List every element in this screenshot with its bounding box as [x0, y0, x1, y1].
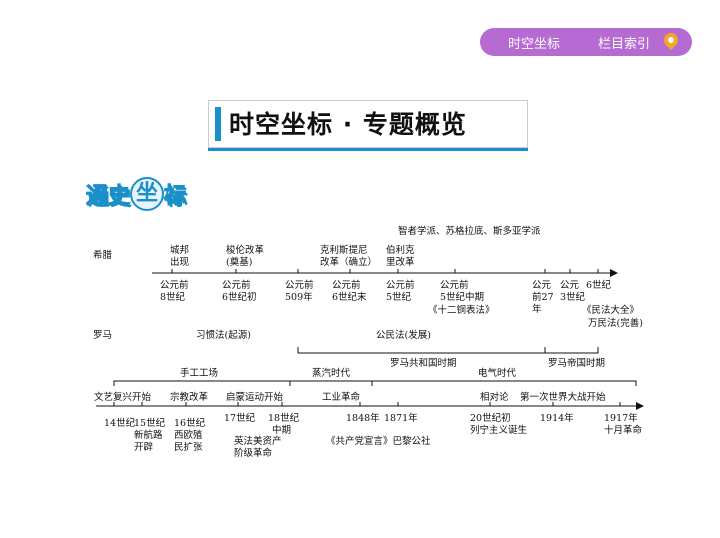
period-manufactory: 手工工场 [180, 367, 218, 379]
date-15c-c: 开辟 [134, 441, 154, 453]
badge-char-1: 通 [85, 184, 109, 210]
date-1871: 1871年 [384, 412, 418, 424]
tab-time-space[interactable]: 时空坐标 [508, 36, 561, 52]
greece-event-3b: 改革（确立） [320, 256, 377, 268]
greece-event-2b: (奠基) [226, 256, 252, 268]
period-bracket-3 [371, 380, 637, 386]
greece-date-8a: 公元 [560, 280, 580, 291]
greece-date-3b: 509年 [285, 291, 313, 303]
greece-date-7b: 前27 [532, 291, 554, 303]
greece-date-4a: 公元前 [332, 279, 361, 291]
greece-date-4b: 6世纪末 [332, 291, 367, 303]
date-18c: 18世纪 [268, 412, 300, 424]
greece-date-1a: 公元前 [160, 279, 189, 291]
greece-philosophy: 智者学派、苏格拉底、斯多亚学派 [398, 225, 541, 237]
date-16c: 16世纪 [174, 417, 206, 429]
greece-corpus-juris: 《民法大全》 [582, 304, 639, 316]
banner-title: 时空坐标 · 专题概览 [229, 110, 467, 139]
greece-arrow [610, 269, 618, 277]
period-bracket-1 [113, 380, 291, 386]
greece-event-1b: 出现 [170, 256, 190, 268]
greece-date-1b: 8世纪 [160, 291, 186, 303]
date-15c: 15世纪 [134, 417, 166, 429]
tab-column-index[interactable]: 栏目索引 [598, 36, 651, 52]
greece-date-3a: 公元前 [285, 279, 314, 291]
greece-date-5b: 5世纪 [386, 291, 412, 303]
rome-republic-period: 罗马共和国时期 [390, 357, 457, 369]
top-nav-bar: 时空坐标 栏目索引 [480, 28, 692, 56]
modern-ticks [113, 402, 621, 406]
date-20c: 20世纪初 [470, 412, 511, 424]
badge-char-4: 标 [164, 184, 187, 210]
greece-date-7c: 年 [532, 303, 542, 315]
greece-event-4a: 伯利克 [386, 244, 415, 256]
date-1917: 1917年 [604, 412, 638, 424]
date-20c-b: 列宁主义诞生 [470, 424, 528, 436]
rome-empire-bracket [544, 347, 599, 354]
greece-ticks [171, 269, 599, 273]
badge-char-2: 史 [108, 184, 131, 210]
date-16c-b: 西欧殖 [174, 429, 203, 441]
date-17c: 17世纪 [224, 412, 256, 424]
greece-date-8b: 3世纪 [560, 291, 586, 303]
greece-twelve-tables: 《十二铜表法》 [428, 304, 495, 316]
event-renaissance: 文艺复兴开始 [94, 391, 152, 403]
date-revolutions-b: 阶级革命 [234, 447, 273, 459]
event-industrial-revolution: 工业革命 [322, 391, 361, 403]
rome-civil-law: 公民法(发展) [376, 329, 431, 341]
greece-date-6a: 公元前 [440, 279, 469, 291]
banner-accent-bar [215, 107, 221, 141]
greece-date-7a: 公元 [532, 280, 552, 291]
greece-date-9: 6世纪 [586, 279, 612, 291]
date-1917-b: 十月革命 [604, 424, 643, 436]
greece-label: 希腊 [93, 249, 113, 261]
history-badge: 通 史 坐 标 [85, 176, 187, 212]
greece-date-6b: 5世纪中期 [440, 291, 484, 303]
greece-event-4b: 里改革 [386, 256, 415, 268]
greece-date-2b: 6世纪初 [222, 291, 257, 303]
greece-date-5a: 公元前 [386, 279, 415, 291]
rome-civil-bracket [297, 347, 546, 354]
rome-label: 罗马 [93, 330, 112, 341]
greece-event-3a: 克利斯提尼 [320, 244, 368, 256]
date-16c-c: 民扩张 [174, 441, 203, 453]
date-14c: 14世纪 [104, 417, 136, 429]
date-15c-b: 新航路 [134, 429, 163, 441]
rome-customary-law: 习惯法(起源) [196, 329, 251, 341]
event-relativity: 相对论 [480, 391, 509, 403]
date-1848: 1848年 [346, 412, 380, 424]
date-18c-b: 中期 [272, 424, 291, 436]
period-bracket-2 [289, 380, 373, 386]
period-electric-age: 电气时代 [478, 367, 517, 379]
date-manifesto: 《共产党宣言》巴黎公社 [326, 435, 431, 447]
date-revolutions-a: 英法美资产 [234, 435, 282, 447]
event-reformation: 宗教改革 [170, 391, 209, 403]
period-steam-age: 蒸汽时代 [312, 367, 351, 379]
date-1914: 1914年 [540, 412, 574, 424]
modern-arrow [636, 402, 644, 410]
greece-date-2a: 公元前 [222, 279, 251, 291]
section-banner: 时空坐标 · 专题概览 [208, 100, 528, 148]
badge-char-3: 坐 [130, 177, 165, 211]
greece-event-2a: 梭伦改革 [226, 244, 265, 256]
greece-ius-gentium: 万民法(完善) [588, 317, 643, 329]
event-enlightenment: 启蒙运动开始 [226, 391, 284, 403]
greece-event-1a: 城邦 [170, 244, 190, 256]
rome-empire-period: 罗马帝国时期 [548, 357, 605, 369]
event-ww1: 第一次世界大战开始 [520, 391, 606, 403]
